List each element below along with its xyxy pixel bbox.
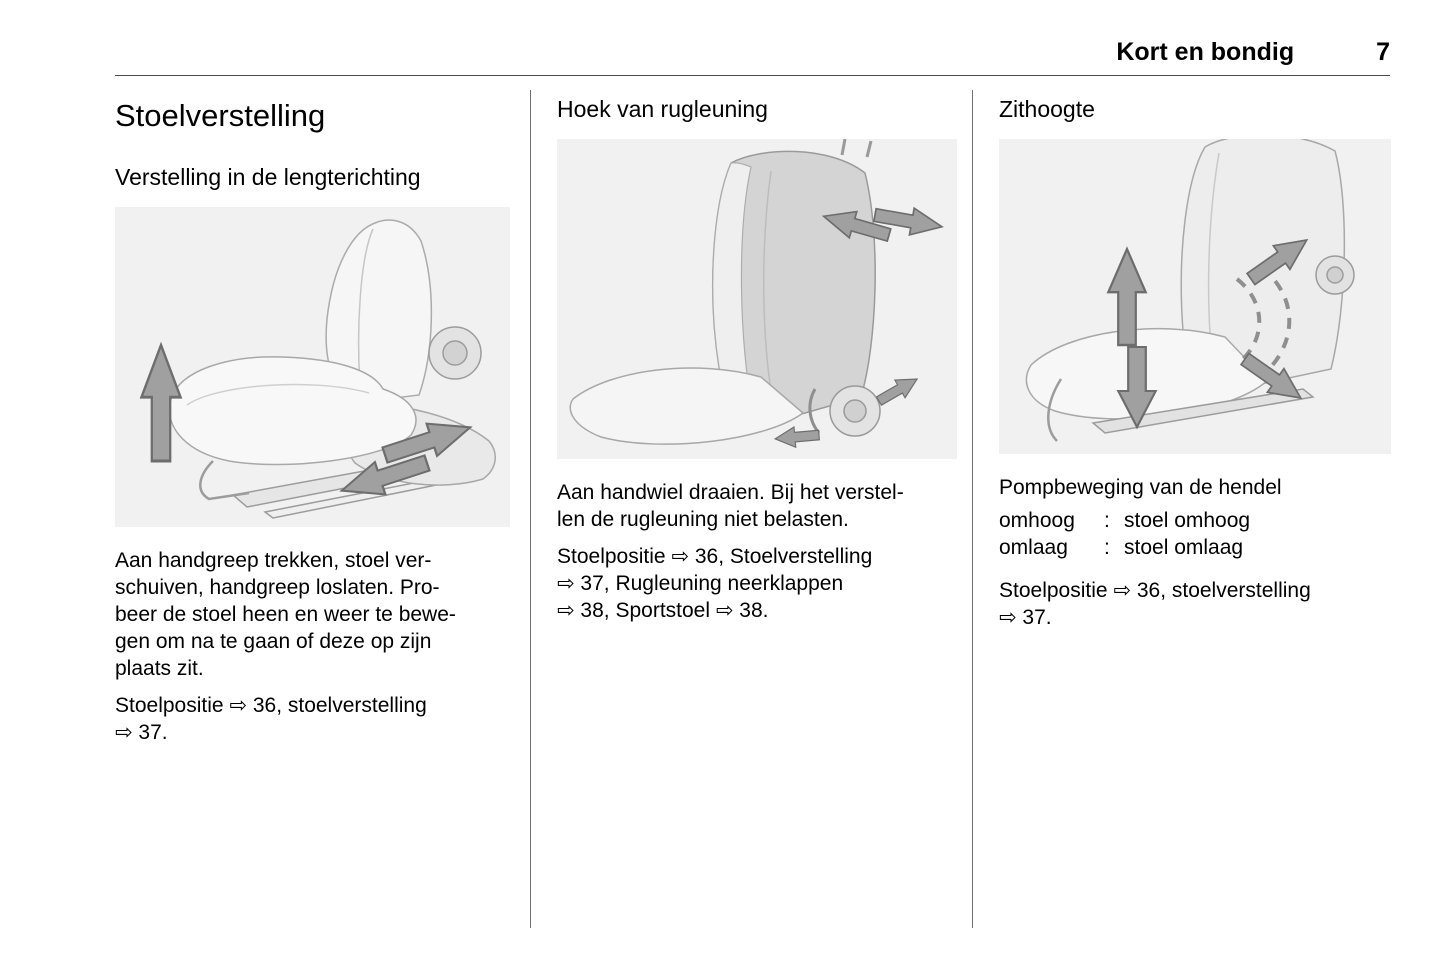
page-title: Kort en bondig <box>1116 38 1295 66</box>
seat-height-illustration <box>999 139 1391 454</box>
subsection-title-seat-height: Zithoogte <box>999 96 1095 122</box>
action-list: omhoog : stoel omhoog omlaag : stoel oml… <box>999 507 1390 561</box>
instruction-text-seat-adjustment: Aan handgreep trekken, stoel ver- schuiv… <box>115 549 456 680</box>
action-colon: : <box>1104 509 1110 532</box>
seat-longitudinal-illustration <box>115 207 510 527</box>
content-columns: Stoelverstelling Verstelling in de lengt… <box>115 90 1445 928</box>
action-description: stoel omhoog <box>1124 509 1251 532</box>
section-seat-adjustment: Stoelverstelling Verstelling in de lengt… <box>115 90 530 928</box>
action-term: omlaag <box>999 536 1068 559</box>
action-term: omhoog <box>999 509 1075 532</box>
section-seat-height: Zithoogte <box>972 90 1391 928</box>
seat-height-figure <box>999 139 1391 454</box>
action-row-up: omhoog : stoel omhoog <box>999 507 1390 534</box>
action-description: stoel omlaag <box>1124 536 1244 559</box>
reference-text-seat-adjustment: Stoelpositie ⇨ 36, stoelverstelling ⇨ 37… <box>115 694 427 744</box>
instruction-text-seat-height: Pompbeweging van de hendel <box>999 476 1282 499</box>
backrest-angle-figure <box>557 139 957 459</box>
seat-cushion <box>168 356 417 466</box>
action-row-down: omlaag : stoel omlaag <box>999 534 1390 561</box>
seat-handle <box>199 460 250 501</box>
subsection-title-backrest-angle: Hoek van rugleuning <box>557 96 768 122</box>
action-colon: : <box>1104 536 1110 559</box>
front-leg <box>1047 378 1063 442</box>
seat-longitudinal-figure <box>115 207 510 527</box>
rotate-arc <box>808 388 821 434</box>
page-number: 7 <box>1376 38 1390 66</box>
cushion <box>569 367 805 445</box>
headrest-posts <box>840 139 873 158</box>
reference-text-backrest-angle: Stoelpositie ⇨ 36, Stoelverstelling ⇨ 37… <box>557 545 873 622</box>
page-header: Kort en bondig 7 <box>115 0 1390 76</box>
reference-text-seat-height: Stoelpositie ⇨ 36, stoelverstelling ⇨ 37… <box>999 579 1311 629</box>
backrest-angle-illustration <box>557 139 957 459</box>
section-title-seat-adjustment: Stoelverstelling <box>115 98 326 133</box>
subsection-title-longitudinal: Verstelling in de lengterichting <box>115 164 421 190</box>
instruction-text-backrest-angle: Aan handwiel draaien. Bij het verstel- l… <box>557 481 904 531</box>
rails <box>1091 388 1315 434</box>
section-backrest-angle: Hoek van rugleuning <box>530 90 972 928</box>
